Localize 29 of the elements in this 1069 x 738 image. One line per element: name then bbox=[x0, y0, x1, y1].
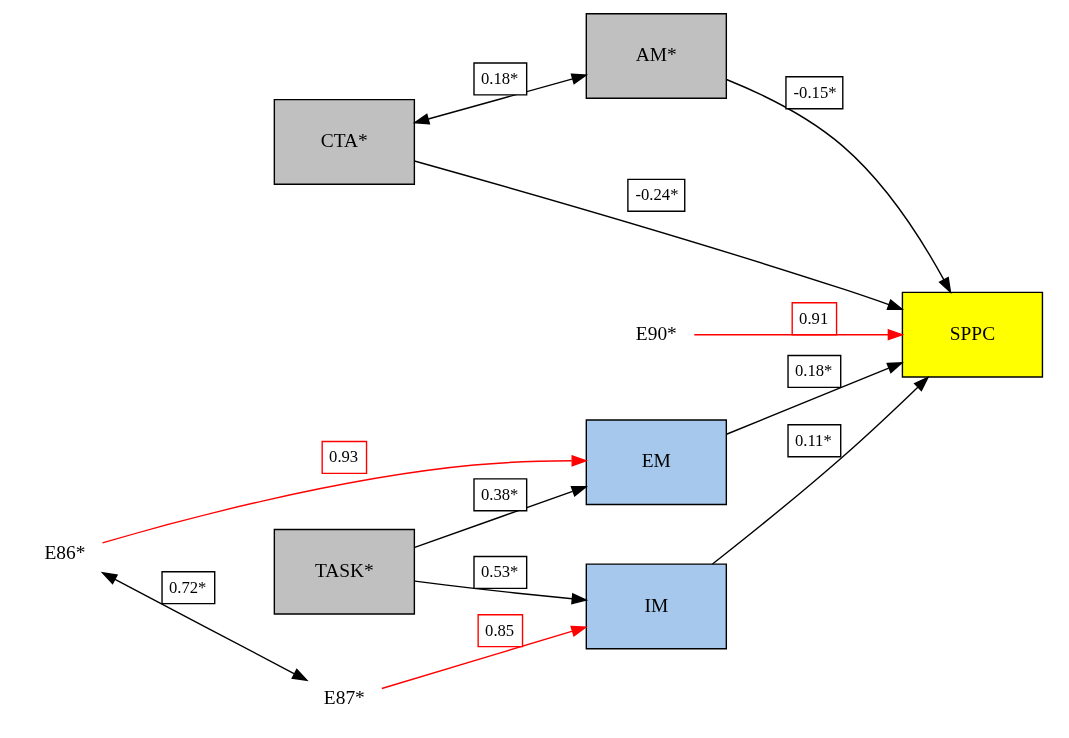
node-box: TASK* bbox=[273, 528, 415, 615]
arrow bbox=[693, 328, 904, 341]
edge-label: 0.93 bbox=[328, 447, 358, 467]
edge-label: 0.91 bbox=[798, 308, 828, 328]
node-box: EM bbox=[585, 419, 727, 506]
edge-label: 0.11* bbox=[794, 430, 832, 450]
node-box: CTA* bbox=[273, 98, 415, 185]
node-text: E87* bbox=[323, 687, 365, 709]
node-box: IM bbox=[585, 563, 727, 650]
arrow bbox=[413, 160, 904, 310]
arrow bbox=[380, 625, 588, 690]
edge-label: 0.38* bbox=[480, 484, 518, 504]
node-box: SPPC bbox=[901, 291, 1043, 378]
edge-label: 0.18* bbox=[794, 361, 832, 381]
edge-label: 0.85 bbox=[484, 620, 514, 640]
arrow bbox=[725, 362, 904, 435]
node-text: E90* bbox=[635, 322, 677, 344]
edge-label: -0.15* bbox=[793, 82, 837, 102]
node-box: AM* bbox=[585, 13, 727, 99]
edge-label: 0.18* bbox=[480, 68, 518, 88]
arrow bbox=[101, 454, 588, 544]
arrow bbox=[412, 73, 588, 125]
node-text: E86* bbox=[44, 541, 85, 563]
arrow bbox=[413, 580, 588, 605]
edge-label: 0.53* bbox=[480, 562, 518, 582]
arrow bbox=[711, 375, 929, 565]
edge-label: 0.72* bbox=[168, 577, 206, 597]
arrow bbox=[413, 485, 588, 549]
edge-label: -0.24* bbox=[635, 185, 678, 205]
